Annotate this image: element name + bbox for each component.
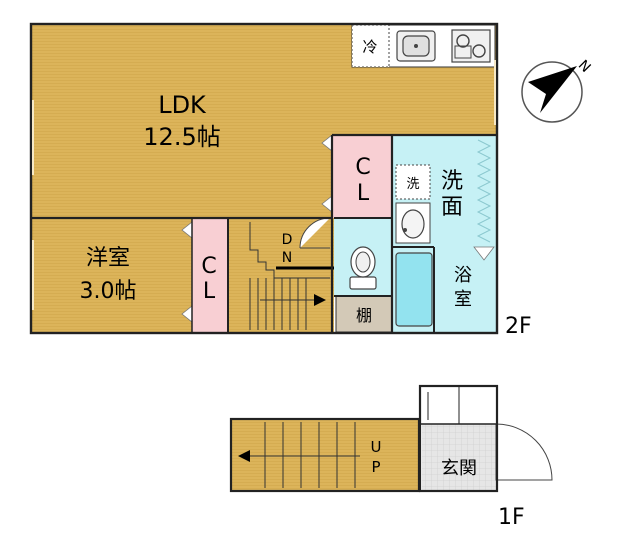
sink-icon xyxy=(396,30,436,62)
closet-western-c: C xyxy=(201,254,216,279)
fridge-label: 冷 xyxy=(362,38,377,56)
compass-icon xyxy=(521,61,583,123)
ldk-name: LDK xyxy=(158,91,207,119)
bathroom-label-1: 浴 xyxy=(454,265,472,286)
bathtub xyxy=(395,252,433,327)
stairs-up-area xyxy=(232,420,418,490)
washbasin-icon xyxy=(395,202,431,244)
closet-western xyxy=(192,218,228,332)
floor-label-2f: 2F xyxy=(505,314,532,339)
curtain-line xyxy=(476,139,492,243)
stairs-up xyxy=(248,422,360,488)
closet-ldk-c: C xyxy=(355,155,370,180)
stairs-dn-d: D xyxy=(282,232,293,248)
stairs-down-arrow xyxy=(314,294,326,306)
shelf-label: 棚 xyxy=(356,306,372,325)
stairs-up-u: U xyxy=(371,438,382,456)
floor-1f xyxy=(229,384,553,493)
toilet-icon xyxy=(349,246,377,290)
stairs-up-p: P xyxy=(371,458,380,476)
stairs-up-arrow xyxy=(238,450,250,462)
washer-space xyxy=(395,164,431,200)
entrance-floor xyxy=(422,424,496,490)
entrance-door-swing xyxy=(495,423,553,481)
bathroom-label-2: 室 xyxy=(454,289,472,310)
closet-ldk xyxy=(332,135,392,218)
fridge-space xyxy=(351,24,390,68)
closet-ldk-l: L xyxy=(357,181,370,206)
stove-icon xyxy=(451,29,491,63)
stairs-down xyxy=(249,222,334,330)
entrance-label: 玄関 xyxy=(441,458,477,479)
western-room-name: 洋室 xyxy=(86,246,130,271)
closet-western-l: L xyxy=(203,279,216,304)
floor-label-1f: 1F xyxy=(498,505,525,530)
washroom-label-2: 面 xyxy=(441,195,463,220)
washer-label: 洗 xyxy=(406,177,419,192)
western-room xyxy=(32,218,192,332)
stair-hall xyxy=(228,218,334,332)
washroom-label-1: 洗 xyxy=(441,169,463,194)
stairs-dn-n: N xyxy=(282,250,292,266)
ldk-size: 12.5帖 xyxy=(143,123,220,151)
floor-2f xyxy=(29,22,499,335)
walls-1f xyxy=(229,384,499,493)
western-room-size: 3.0帖 xyxy=(80,279,137,304)
shelf-space xyxy=(335,295,393,333)
walls-2f xyxy=(29,22,499,335)
compass-label: N xyxy=(575,57,594,76)
